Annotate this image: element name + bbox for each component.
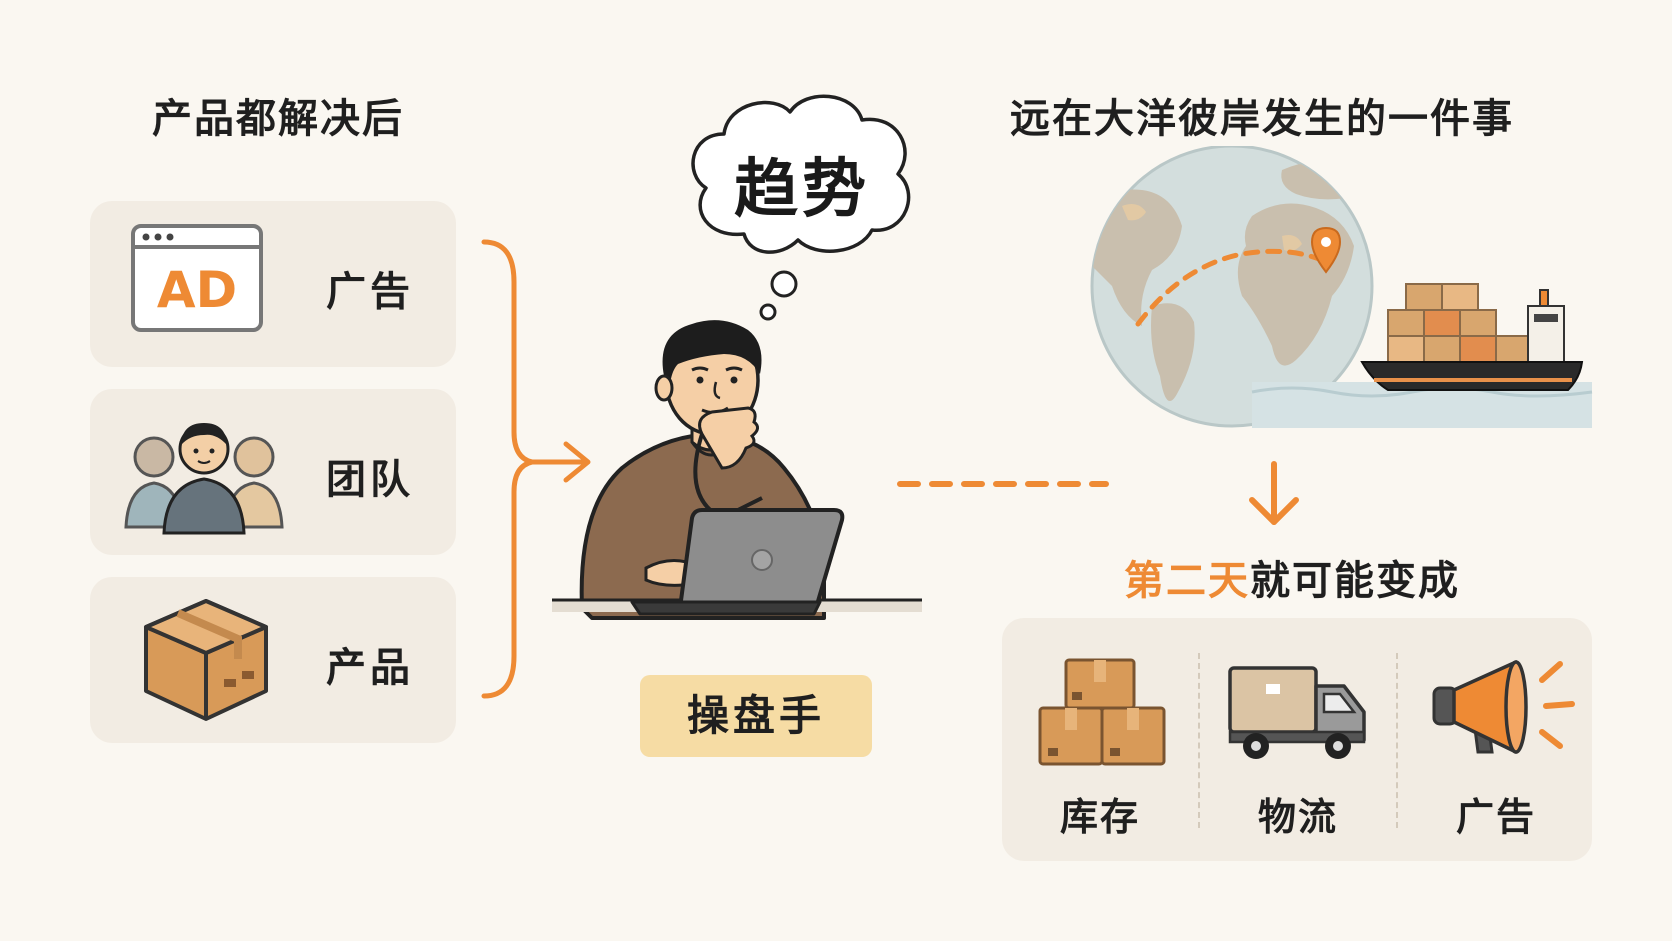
result-highlight: 第二天 <box>1124 558 1250 604</box>
ad-browser-icon: AD <box>130 223 264 337</box>
right-heading: 远在大洋彼岸发生的一件事 <box>1010 96 1514 142</box>
impact-label-inventory: 库存 <box>1059 795 1140 839</box>
left-heading: 产品都解决后 <box>152 96 404 142</box>
card-team: 团队 <box>90 389 456 555</box>
panel-divider <box>1396 653 1398 828</box>
card-team-label: 团队 <box>326 457 414 503</box>
impact-label-ads: 广告 <box>1455 795 1536 839</box>
brace-arrow <box>481 239 591 699</box>
result-rest: 就可能变成 <box>1250 558 1460 604</box>
impact-item-ads: 广告 <box>1398 618 1594 861</box>
impact-item-inventory: 库存 <box>1002 618 1198 861</box>
card-ad-label: 广告 <box>326 269 414 315</box>
result-line: 第二天就可能变成 <box>1124 548 1460 606</box>
team-people-icon <box>124 411 284 541</box>
impact-label-logistics: 物流 <box>1257 795 1338 839</box>
dashed-connector <box>897 481 1109 487</box>
card-product-label: 产品 <box>326 645 414 691</box>
role-badge: 操盘手 <box>640 675 872 757</box>
globe-cargo-ship-icon <box>1082 144 1596 436</box>
card-ad: AD 广告 <box>90 201 456 367</box>
thought-dots <box>759 270 798 321</box>
cardboard-box-icon <box>142 597 272 727</box>
impact-panel: 库存 物流 <box>1002 618 1592 861</box>
thought-bubble: 趋势 <box>684 88 920 260</box>
panel-divider <box>1198 653 1200 828</box>
impact-item-logistics: 物流 <box>1200 618 1396 861</box>
card-product: 产品 <box>90 577 456 743</box>
thinking-person-laptop-icon <box>522 318 932 668</box>
down-arrow-icon <box>1249 461 1299 525</box>
ad-badge-text: AD <box>157 261 237 319</box>
thought-text: 趋势 <box>734 153 870 227</box>
